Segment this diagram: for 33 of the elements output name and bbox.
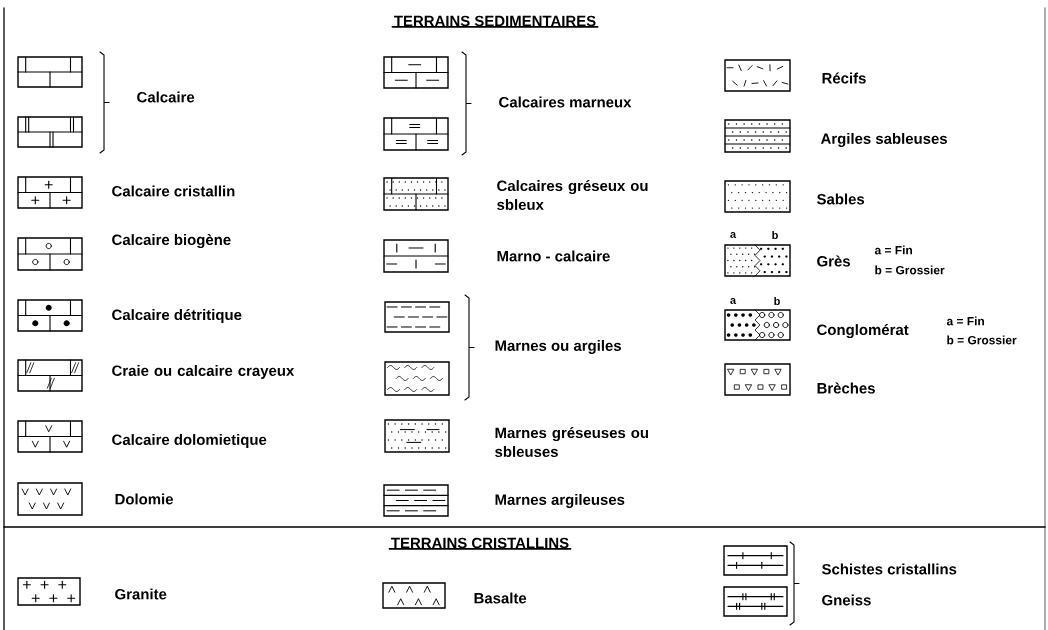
- legend-label: Calcaire cristallin: [112, 185, 235, 197]
- legend-label: Conglomérat: [817, 323, 909, 339]
- pattern-part-letter: a: [730, 298, 737, 304]
- section-heading: TERRAINS SEDIMENTAIRES: [391, 15, 599, 28]
- legend-label: Dolomie: [115, 493, 173, 505]
- legend-label: Grès: [817, 255, 850, 267]
- legend-label: Calcaire biogène: [112, 233, 231, 249]
- section-heading: TERRAINS CRISTALLINS: [388, 537, 572, 550]
- pattern-part-letter: b: [774, 296, 780, 305]
- key-note: b = Grossier: [875, 265, 945, 275]
- pattern-part-letter: b: [772, 230, 778, 239]
- legend-label: Marnes ou argiles: [495, 340, 621, 354]
- legend-label: Sables: [817, 193, 865, 205]
- key-note: a = Fin: [874, 245, 912, 255]
- key-note: b = Grossier: [947, 335, 1017, 345]
- legend-label: Calcaires marneux: [499, 96, 632, 108]
- key-note: a = Fin: [946, 316, 984, 326]
- legend-label: Calcaires gréseux ou sbleux: [497, 180, 648, 210]
- legend-label: Marnes gréseuses ou sbleuses: [495, 427, 649, 457]
- legend-label: Basalte: [474, 592, 527, 604]
- legend-label: Brèches: [817, 382, 875, 394]
- legend-label: Calcaire: [137, 91, 195, 103]
- pattern-part-letter: a: [730, 232, 737, 238]
- legend-label: Schistes cristallins: [822, 563, 957, 575]
- legend-label: Marnes argileuses: [495, 494, 625, 508]
- legend-label: Gneiss: [822, 594, 871, 606]
- legend-label: Récifs: [822, 72, 866, 84]
- legend-label: Argiles sableuses: [820, 133, 947, 147]
- legend-label: Granite: [115, 588, 167, 600]
- legend-label: Calcaire détritique: [112, 308, 242, 323]
- legend-label: Craie ou calcaire crayeux: [112, 365, 295, 379]
- legend-label: Marno - calcaire: [497, 250, 610, 262]
- legend-label: Calcaire dolomietique: [112, 434, 267, 448]
